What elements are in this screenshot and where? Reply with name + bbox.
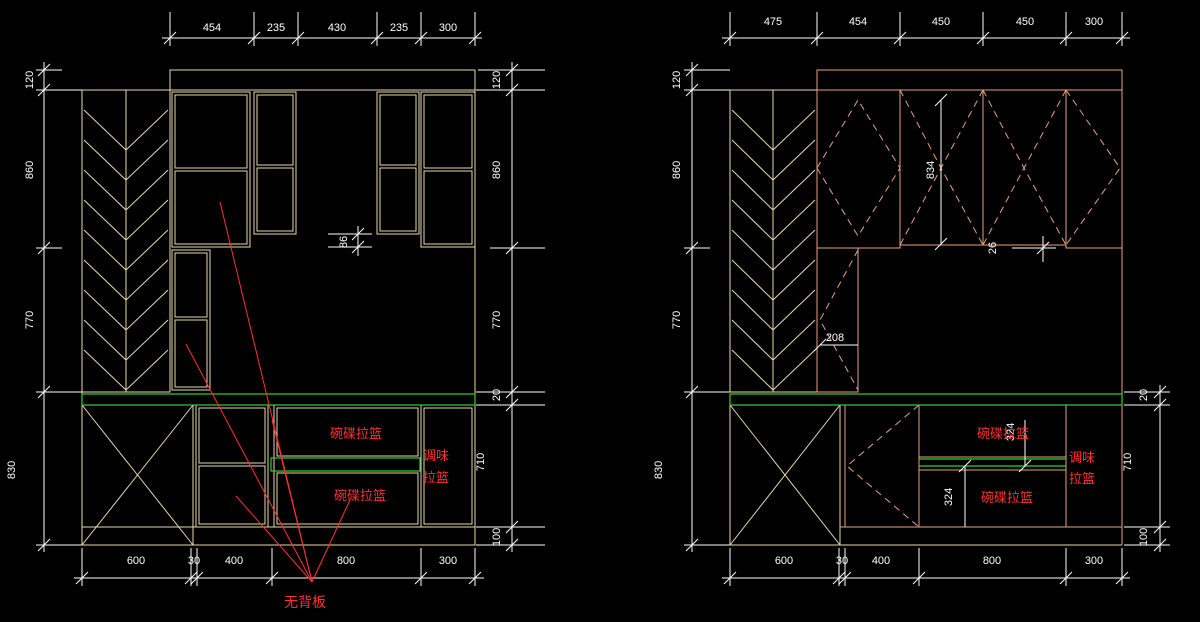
left-top-dim-5: 300 — [439, 22, 457, 34]
left-no-back-label: 无背板 — [284, 595, 326, 611]
right-seasoning-label-1: 调味 — [1069, 451, 1095, 466]
left-bottom-dim-3: 400 — [225, 555, 243, 567]
right-side-dim-4: 830 — [653, 461, 665, 479]
left-elevation: 454 235 430 235 300 120 860 770 830 — [6, 12, 545, 611]
right-top-dim-1: 475 — [764, 16, 782, 28]
right-side-dimensions — [684, 62, 730, 552]
left-top-dim-1: 454 — [203, 22, 221, 34]
left-top-dim-3: 430 — [328, 22, 346, 34]
left-rside-dim-5: 710 — [475, 453, 487, 471]
left-basket-bottom-label: 碗碟拉篮 — [334, 488, 386, 504]
right-inner-dim-208: 208 — [826, 332, 844, 344]
left-top-dim-4: 235 — [390, 22, 408, 34]
right-basket-top-label: 碗碟拉篮 — [977, 426, 1029, 442]
left-side-dim-3: 770 — [24, 311, 36, 329]
left-cabinet — [81, 69, 476, 546]
right-right-dimensions — [1124, 385, 1170, 552]
right-top-dim-4: 450 — [1016, 16, 1034, 28]
right-top-dim-2: 454 — [849, 16, 867, 28]
left-side-dimensions — [36, 62, 82, 552]
right-bottom-dim-2: 30 — [836, 555, 848, 567]
right-rside-dim-2: 710 — [1122, 453, 1134, 471]
right-rside-dim-1: 20 — [1138, 389, 1150, 401]
left-bottom-dim-4: 800 — [337, 555, 355, 567]
left-top-dimensions — [162, 12, 482, 46]
left-rside-dim-6: 100 — [491, 528, 503, 546]
left-seasoning-label-1: 调味 — [423, 449, 449, 464]
left-inner-dim: 86 — [338, 236, 350, 248]
left-inner-dimension — [328, 226, 372, 256]
right-bottom-dim-3: 400 — [872, 555, 890, 567]
right-bottom-dim-1: 600 — [775, 555, 793, 567]
right-side-dim-3: 770 — [671, 311, 683, 329]
left-bottom-dim-5: 300 — [439, 555, 457, 567]
right-bottom-dimensions — [722, 548, 1130, 586]
right-rside-dim-3: 100 — [1138, 528, 1150, 546]
right-basket-bottom-label: 碗碟拉篮 — [981, 490, 1033, 506]
left-bottom-dim-2: 30 — [188, 555, 200, 567]
left-green-rail — [270, 457, 421, 472]
right-inner-dim-324-top: 324 — [1005, 423, 1017, 441]
right-cabinet-orange — [816, 69, 1123, 545]
right-countertop — [729, 393, 1123, 467]
left-rside-dim-3: 770 — [491, 311, 503, 329]
left-rside-dim-2: 860 — [491, 161, 503, 179]
right-elevation: 475 454 450 450 300 120 860 770 830 — [653, 12, 1170, 586]
left-top-dim-2: 235 — [267, 22, 285, 34]
right-bottom-dim-5: 300 — [1085, 555, 1103, 567]
left-countertop — [81, 393, 476, 406]
left-side-dim-4: 830 — [6, 461, 18, 479]
left-rside-dim-4: 20 — [491, 389, 503, 401]
left-rside-dim-1: 120 — [491, 71, 503, 89]
left-bottom-dimensions — [74, 548, 484, 586]
left-right-dimensions — [476, 62, 545, 552]
right-side-dim-1: 120 — [671, 71, 683, 89]
left-basket-top-label: 碗碟拉篮 — [330, 426, 382, 442]
right-seasoning-label-2: 拉篮 — [1069, 472, 1095, 487]
left-seasoning-label-2: 拉篮 — [423, 471, 449, 486]
right-inner-dimension-lines — [813, 93, 1056, 527]
right-side-dim-2: 860 — [671, 161, 683, 179]
left-herringbone — [83, 90, 169, 392]
right-inner-dim-324-bottom: 324 — [943, 488, 955, 506]
right-top-dim-3: 450 — [932, 16, 950, 28]
left-side-dim-2: 860 — [24, 161, 36, 179]
left-side-dim-1: 120 — [24, 71, 36, 89]
right-bottom-dim-4: 800 — [983, 555, 1001, 567]
right-inner-dim-834: 834 — [925, 161, 937, 179]
right-inner-dim-26: 26 — [987, 242, 999, 254]
left-leader-lines — [185, 201, 351, 583]
right-cabinet-cream — [729, 89, 1122, 546]
left-bottom-dim-1: 600 — [127, 555, 145, 567]
right-top-dimensions — [722, 12, 1130, 46]
right-top-dim-5: 300 — [1085, 16, 1103, 28]
